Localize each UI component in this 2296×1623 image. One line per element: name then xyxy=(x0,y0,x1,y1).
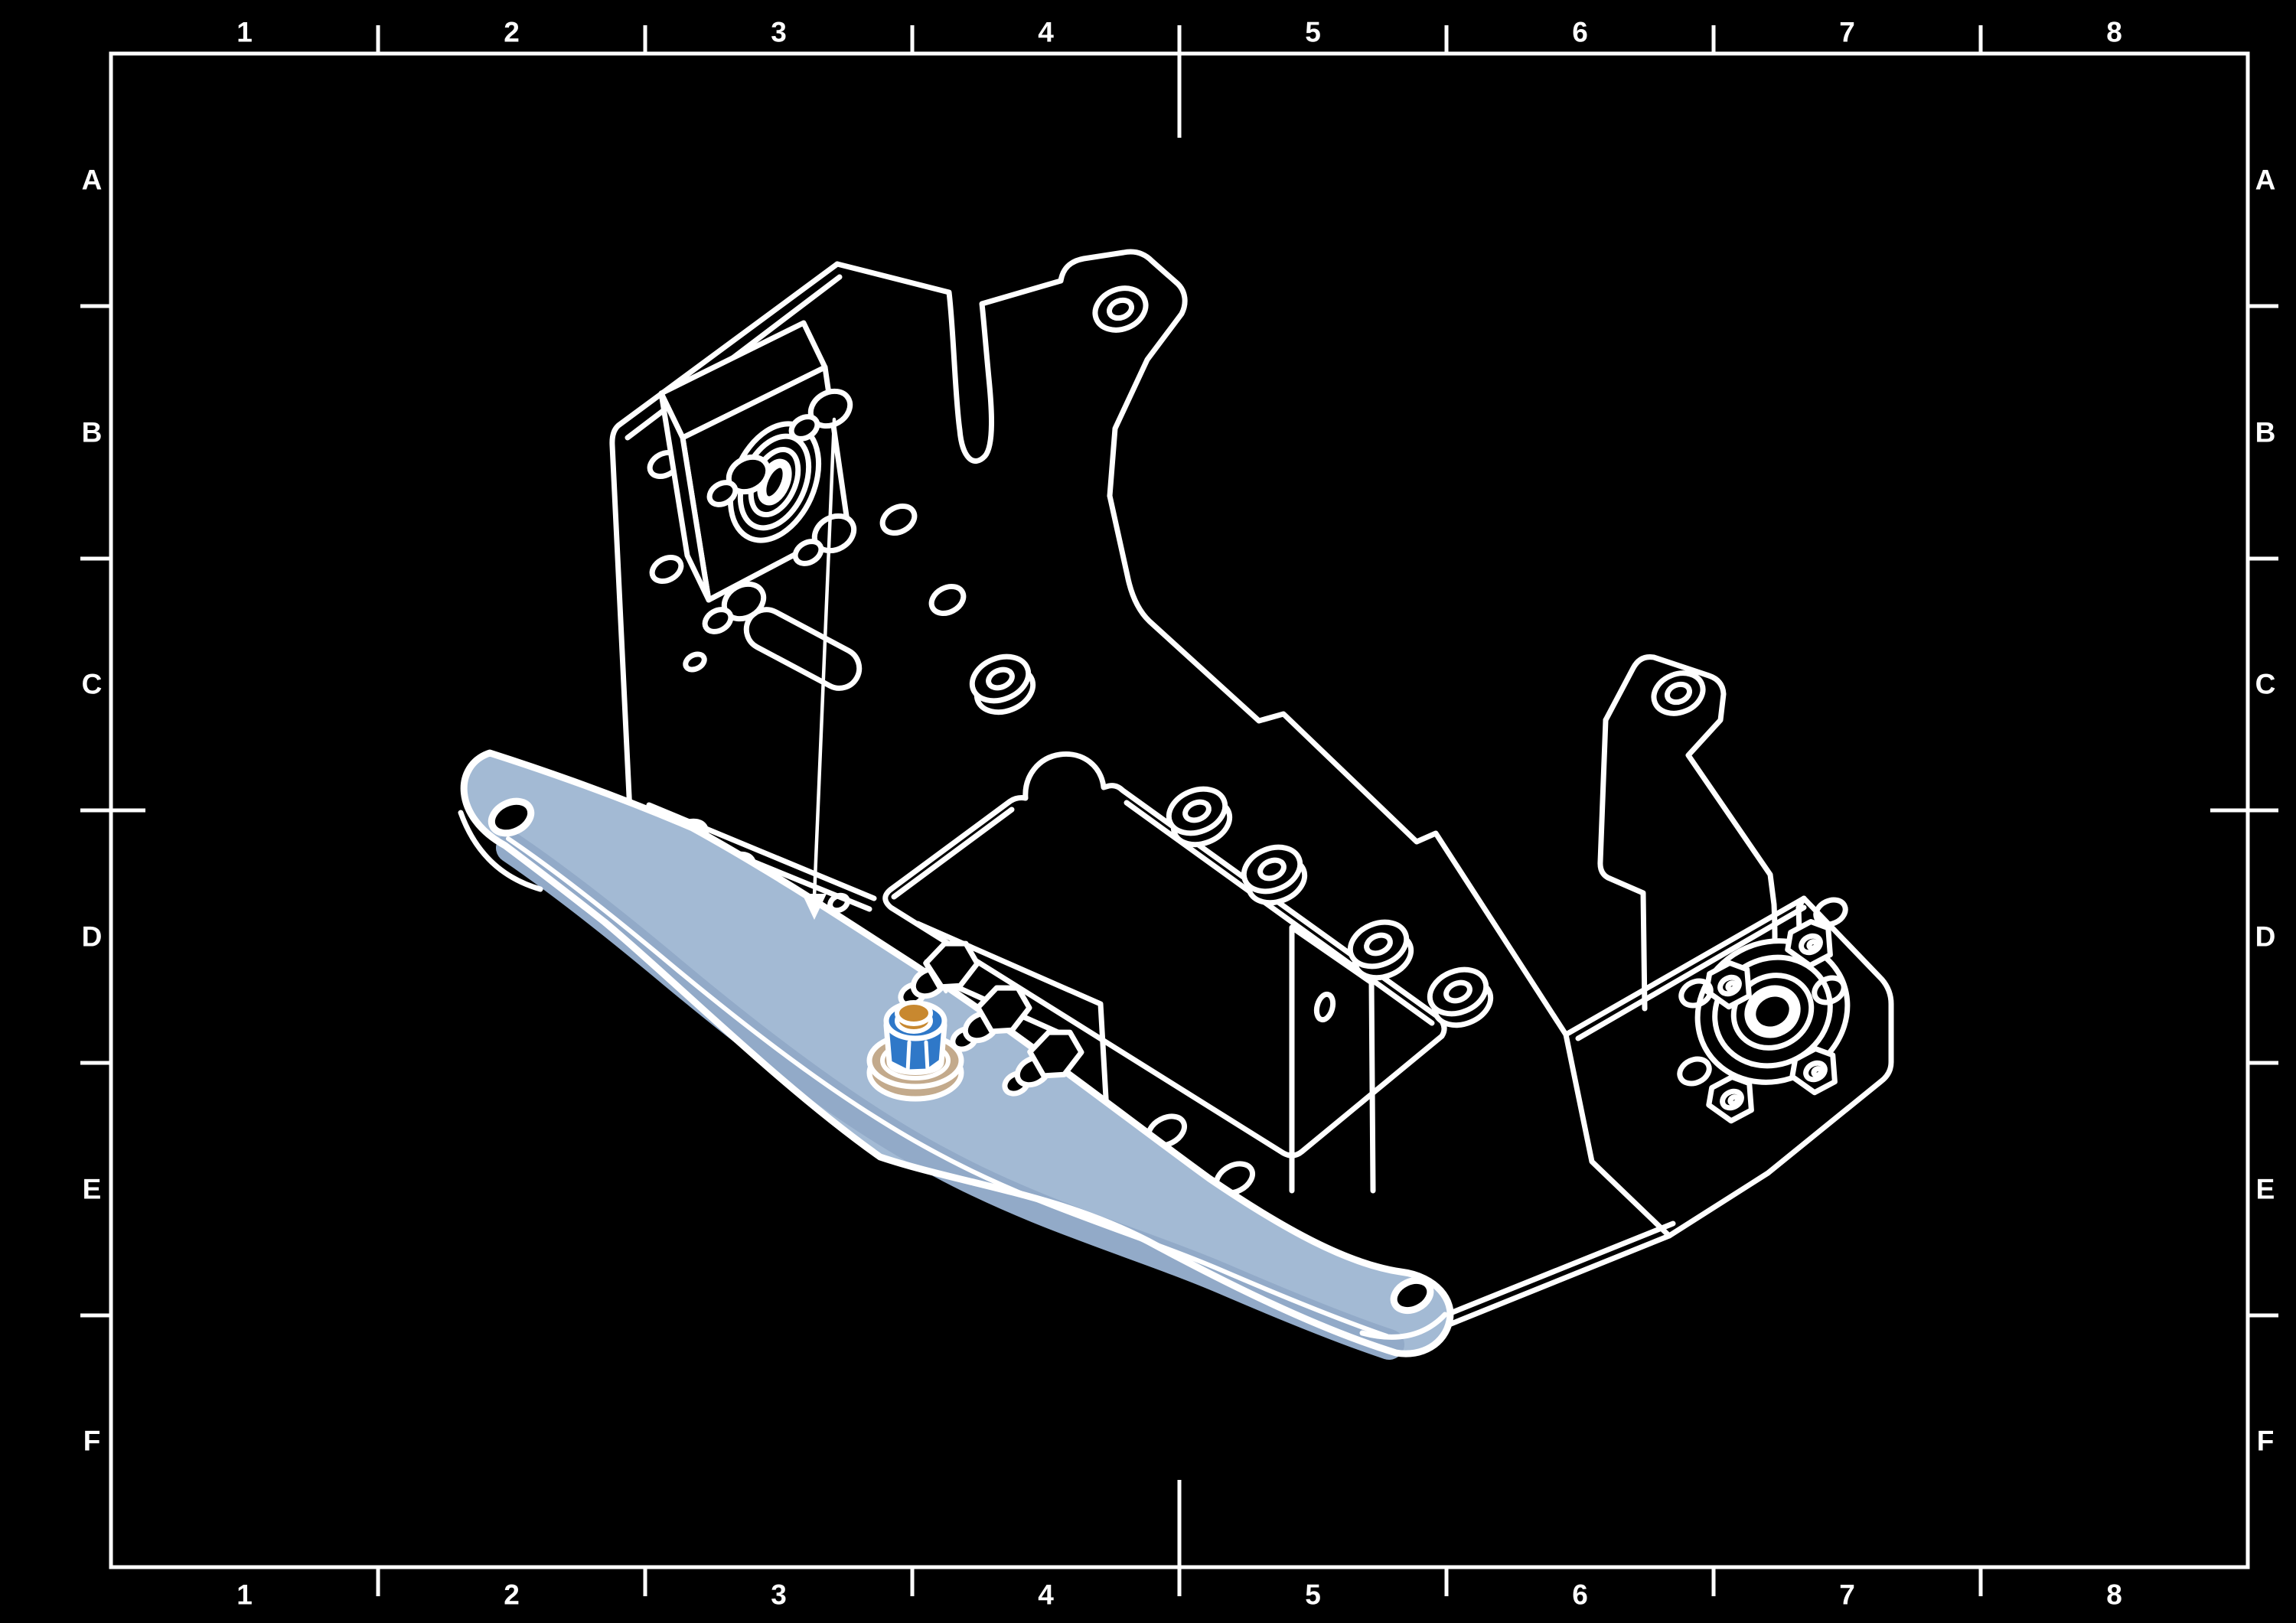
front-right-wall-hole xyxy=(1313,991,1336,1023)
zone-col-bottom-2: 2 xyxy=(504,1579,520,1611)
zone-row-left-D: D xyxy=(81,921,103,953)
base-cutout xyxy=(882,751,1447,1159)
motor-mount-block xyxy=(658,320,857,634)
zone-col-top-8: 8 xyxy=(2106,16,2122,48)
rear-tab-hole xyxy=(1092,285,1149,333)
rear-tab xyxy=(1058,249,1188,499)
zone-row-left-B: B xyxy=(81,416,103,448)
rear-tab-hole-inner xyxy=(1106,297,1135,321)
lock-nut-fastener xyxy=(866,1000,964,1102)
nut-facets xyxy=(887,1058,944,1074)
zone-row-left-F: F xyxy=(83,1425,101,1457)
rail-bolts xyxy=(802,417,1084,1097)
arm-face-separator xyxy=(506,836,1389,1338)
nylon-insert-top xyxy=(895,1000,933,1026)
insertion-arrow xyxy=(802,894,827,920)
zone-col-bottom-8: 8 xyxy=(2106,1579,2122,1611)
zone-col-bottom-4: 4 xyxy=(1038,1579,1054,1611)
bottom-front-edge xyxy=(1412,1221,1676,1341)
right-upright-left-edge xyxy=(1597,717,1648,1012)
base-top-holes xyxy=(879,503,967,617)
zone-row-right-A: A xyxy=(2255,164,2276,196)
bearing-plate-rim xyxy=(1575,904,1807,1041)
right-zone-ticks xyxy=(2248,304,2278,1318)
zone-col-bottom-5: 5 xyxy=(1305,1579,1321,1611)
zone-row-left-C: C xyxy=(81,668,103,700)
zone-row-right-E: E xyxy=(2255,1173,2275,1204)
right-tab-hole xyxy=(1651,670,1706,716)
left-wall-slot xyxy=(743,607,863,691)
base-rear-edge xyxy=(1107,493,1569,1038)
zone-col-top-5: 5 xyxy=(1305,16,1321,48)
zone-row-left-A: A xyxy=(81,164,103,196)
left-wall-edge xyxy=(609,261,840,831)
zone-col-bottom-7: 7 xyxy=(1839,1579,1855,1611)
standoff-bosses xyxy=(969,653,1494,1028)
arm-side-face xyxy=(496,833,1404,1360)
flange-screws xyxy=(1704,918,1838,1124)
top-zone-ticks xyxy=(376,25,1983,54)
zone-col-bottom-3: 3 xyxy=(771,1579,787,1611)
bearing-plate-holes xyxy=(1677,897,1848,1087)
motor-mount-screws xyxy=(702,388,857,634)
zone-col-top-1: 1 xyxy=(236,16,253,48)
zone-row-right-C: C xyxy=(2255,668,2276,700)
zone-col-bottom-1: 1 xyxy=(236,1579,253,1611)
nut-facet-edges xyxy=(905,1040,930,1074)
screw-axis-line xyxy=(812,417,837,899)
zone-row-right-F: F xyxy=(2256,1425,2275,1457)
arm-left-cap-edge xyxy=(458,810,543,892)
zone-row-right-D: D xyxy=(2255,921,2276,953)
bearing-plate-left-edge xyxy=(1563,895,1807,1239)
rear-top-edge xyxy=(834,261,1064,464)
zone-col-top-7: 7 xyxy=(1839,16,1855,48)
arm-outline xyxy=(460,749,1454,1357)
zone-row-right-B: B xyxy=(2255,416,2276,448)
zone-col-bottom-6: 6 xyxy=(1572,1579,1588,1611)
zone-col-top-6: 6 xyxy=(1572,16,1588,48)
zone-col-top-3: 3 xyxy=(771,16,787,48)
sheet-border xyxy=(80,25,2278,1596)
zone-col-top-4: 4 xyxy=(1038,16,1054,48)
bearing-plate-outline xyxy=(1666,895,1894,1239)
arm-left-hole xyxy=(488,797,535,837)
zone-col-top-2: 2 xyxy=(504,16,520,48)
front-right-wall xyxy=(1289,924,1376,1194)
bolt-axis-line xyxy=(924,959,948,994)
zone-row-left-E: E xyxy=(82,1173,102,1204)
left-zone-ticks xyxy=(80,304,111,1318)
right-tab-hole-inner xyxy=(1664,681,1693,706)
bottom-zone-ticks xyxy=(376,1567,1983,1596)
arm-right-hole xyxy=(1390,1276,1434,1315)
arm-right-cap-edge xyxy=(1359,1312,1448,1340)
